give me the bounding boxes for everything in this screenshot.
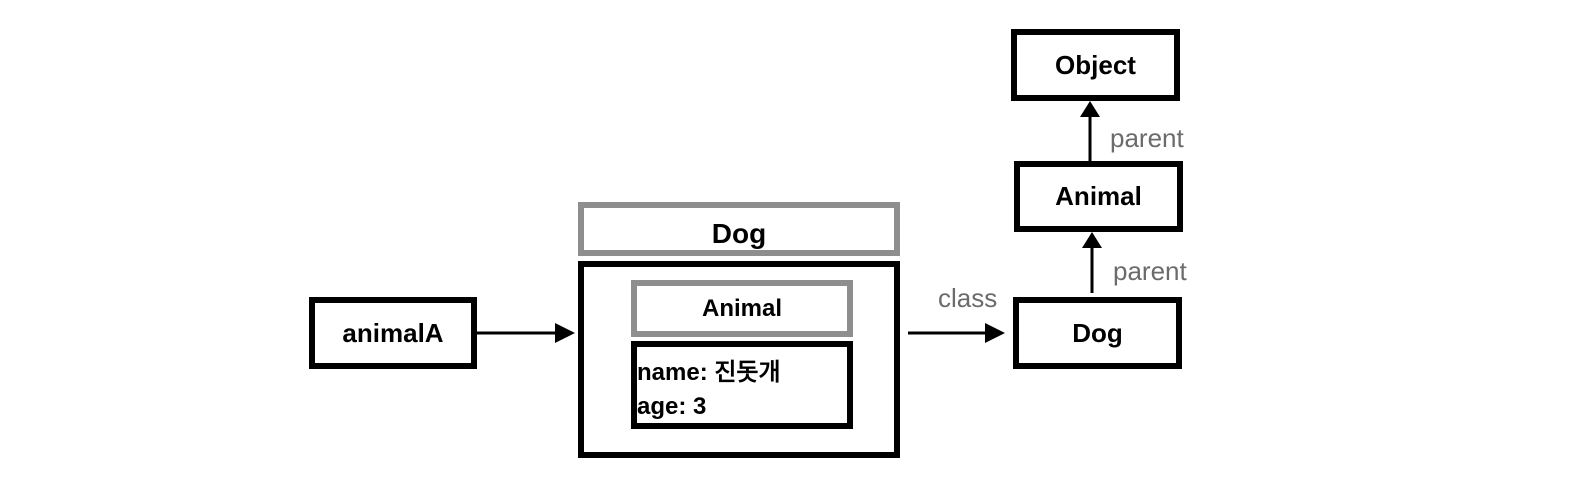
field-age: age: 3 xyxy=(637,393,707,420)
class-arrowhead xyxy=(985,323,1005,343)
class-dog-box: Dog xyxy=(1013,297,1182,369)
fields-box: name: 진돗개 age: 3 xyxy=(631,341,853,429)
instance-class-header: Dog xyxy=(578,202,900,256)
reference-label: animalA xyxy=(342,317,444,348)
inner-class-label: Animal xyxy=(701,294,782,322)
class-object-box: Object xyxy=(1011,29,1180,101)
reference-arrowhead xyxy=(555,323,575,343)
instance-class-label: Dog xyxy=(711,218,767,249)
reference-box: animalA xyxy=(309,297,477,369)
class-dog-label: Dog xyxy=(1072,317,1123,348)
class-animal-label: Animal xyxy=(1055,181,1142,211)
field-name: name: 진돗개 xyxy=(637,359,781,386)
inner-class-header: Animal xyxy=(631,280,853,337)
class-animal-box: Animal xyxy=(1014,161,1183,232)
parent-upper-arrowhead xyxy=(1080,101,1100,117)
parent-lower-edge-label: parent xyxy=(1113,256,1187,286)
parent-upper-edge-label: parent xyxy=(1110,123,1184,153)
class-edge-label: class xyxy=(938,283,998,313)
parent-lower-arrowhead xyxy=(1082,232,1102,248)
class-object-label: Object xyxy=(1055,49,1136,80)
